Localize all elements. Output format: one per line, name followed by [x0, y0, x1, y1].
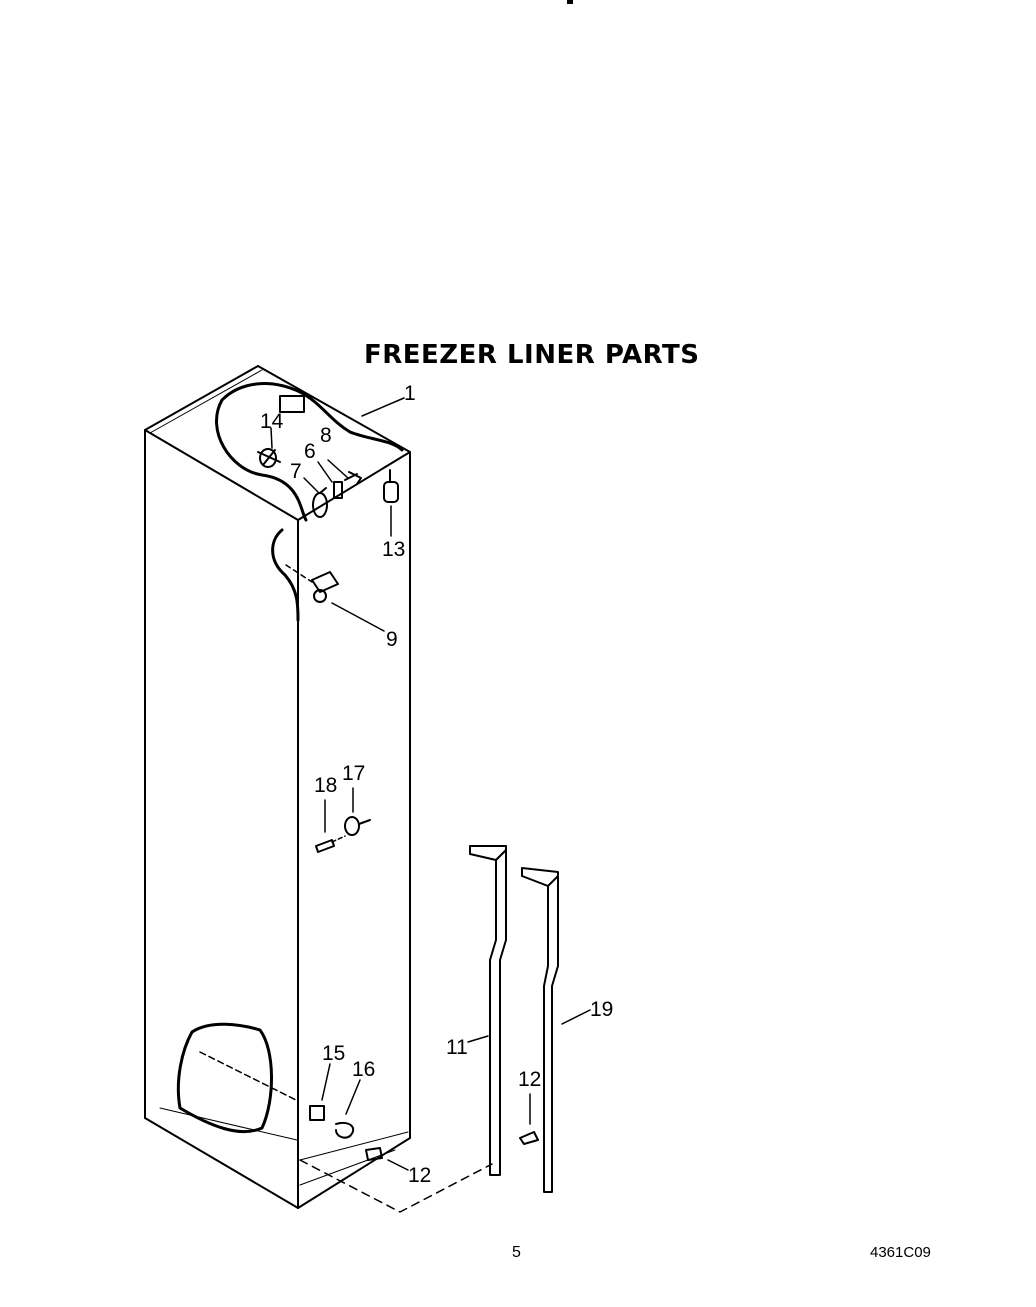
part-18-screw — [315, 835, 346, 853]
callout-13: 13 — [382, 538, 405, 561]
part-9-thermostat — [285, 564, 339, 603]
callout-16: 16 — [352, 1058, 375, 1081]
callout-1: 1 — [404, 382, 416, 405]
part-6-bracket — [333, 481, 343, 499]
part-8-screw — [344, 471, 362, 485]
part-12-screw-bottom — [365, 1147, 383, 1161]
callout-17: 17 — [342, 762, 365, 785]
callout-15: 15 — [322, 1042, 345, 1065]
callout-7: 7 — [290, 460, 302, 483]
callout-18: 18 — [314, 774, 337, 797]
document-number: 4361C09 — [870, 1244, 931, 1261]
part-7-sensor — [312, 487, 328, 518]
callout-12-bottom: 12 — [408, 1164, 431, 1187]
callout-6: 6 — [304, 440, 316, 463]
part-19-rail — [521, 867, 559, 1193]
callout-19: 19 — [590, 998, 613, 1021]
side-cutaway — [271, 528, 300, 622]
bottom-cutaway — [176, 1022, 273, 1133]
freezer-liner-box — [144, 365, 411, 1209]
callout-12-rail: 12 — [518, 1068, 541, 1091]
part-12-screw-rail — [519, 1131, 539, 1145]
callout-14: 14 — [260, 410, 284, 433]
top-panel-rect — [279, 395, 305, 413]
callout-9: 9 — [386, 628, 398, 651]
part-15-clip — [309, 1105, 325, 1121]
callout-11: 11 — [446, 1036, 468, 1059]
part-17-grommet — [344, 816, 371, 836]
diagram-title: FREEZER LINER PARTS — [364, 340, 700, 370]
part-11-rail — [469, 845, 507, 1176]
part-14-clip — [257, 448, 281, 468]
scan-mark — [567, 0, 573, 4]
part-13-fitting — [383, 469, 399, 503]
top-cutaway — [215, 382, 404, 522]
assembly-leader — [299, 1159, 493, 1213]
callout-8: 8 — [320, 424, 332, 447]
part-16-hook — [335, 1122, 355, 1139]
callout-leaders — [270, 397, 591, 1171]
page-number: 5 — [512, 1244, 521, 1261]
